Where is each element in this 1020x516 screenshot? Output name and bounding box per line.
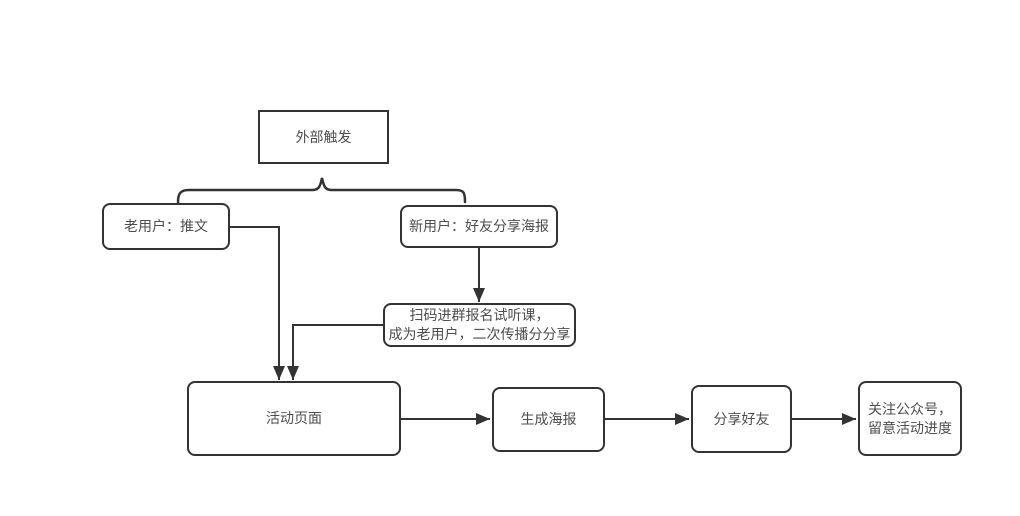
- node-share-friends-label: 分享好友: [713, 410, 770, 427]
- node-follow-account: 关注公众号， 留意活动进度: [858, 381, 962, 456]
- node-activity-page: 活动页面: [187, 381, 401, 456]
- node-external-trigger: 外部触发: [258, 110, 389, 164]
- node-old-user: 老用户：推文: [102, 203, 230, 250]
- node-activity-page-label: 活动页面: [266, 410, 322, 426]
- node-scan-code-label-line1: 扫码进群报名试听课，: [409, 307, 550, 323]
- node-old-user-label: 老用户：推文: [124, 218, 208, 234]
- node-scan-code-label-line2: 成为老用户，二次传播分分享: [388, 326, 571, 342]
- node-follow-account-label-line1: 关注公众号，: [868, 400, 952, 417]
- node-generate-poster: 生成海报: [492, 387, 605, 452]
- edge-scan-code-to-activity-page: [287, 324, 383, 380]
- node-external-trigger-label: 外部触发: [295, 128, 352, 145]
- node-generate-poster-label: 生成海报: [520, 411, 577, 427]
- node-follow-account-label-line2: 留意活动进度: [868, 419, 952, 436]
- brace-splitter: [176, 177, 467, 204]
- node-share-friends: 分享好友: [691, 385, 792, 453]
- node-new-user: 新用户：好友分享海报: [400, 205, 558, 248]
- node-new-user-label: 新用户：好友分享海报: [409, 218, 549, 234]
- edge-old-user-to-activity-page: [230, 226, 285, 380]
- node-scan-code: 扫码进群报名试听课， 成为老用户，二次传播分分享: [383, 303, 576, 347]
